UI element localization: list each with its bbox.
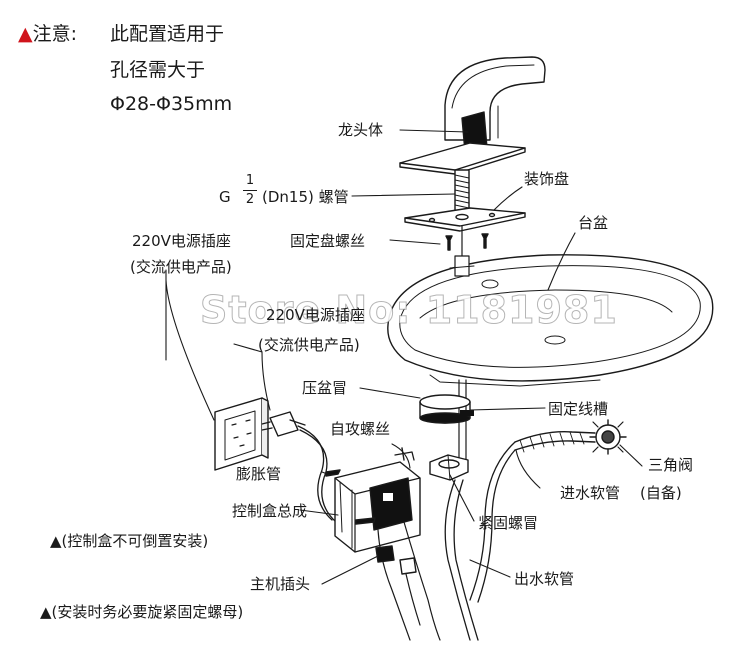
faucet-body-drawing: [399, 56, 546, 175]
store-watermark: Store No: 1181981: [200, 288, 618, 333]
label-ac-product: (交流供电产品): [130, 258, 232, 276]
label-socket-220v-2: 220V电源插座: [266, 306, 365, 324]
label-control-box: 控制盒总成: [232, 502, 308, 520]
label-basin: 台盆: [578, 214, 609, 232]
label-main-plug: 主机插头: [250, 575, 311, 593]
warning-triangle-icon: ▲: [18, 23, 33, 45]
fix-screws-drawing: [445, 233, 489, 251]
center-pipe: [458, 379, 467, 471]
label-tapping-screw: 自攻螺丝: [330, 420, 391, 438]
label-fix-plate-screw: 固定盘螺丝: [290, 232, 366, 250]
tighten-nut-drawing: [429, 454, 469, 481]
outlet-hose: [444, 479, 471, 641]
label-faucet-body: 龙头体: [338, 121, 384, 139]
label-angle-valve: 三角阀: [648, 456, 694, 474]
note-line-3: Φ28-Φ35mm: [110, 93, 233, 115]
label-socket-220v: 220V电源插座: [132, 232, 231, 250]
press-cap-drawing: [419, 394, 474, 424]
label-thread-g: G: [219, 188, 231, 206]
label-fix-groove: 固定线槽: [548, 400, 609, 418]
note-line-1: 此配置适用于: [110, 23, 225, 45]
label-control-box-note: ▲(控制盒不可倒置安装): [50, 532, 209, 550]
label-outlet-hose: 出水软管: [514, 570, 575, 588]
label-tighten-nut: 紧固螺冒: [478, 514, 539, 532]
note-label: ▲注意:: [18, 22, 77, 46]
label-press-cap: 压盆冒: [302, 379, 348, 397]
label-self-provided: (自备): [640, 484, 682, 502]
label-decor-plate: 装饰盘: [524, 170, 570, 188]
label-tighten-note: ▲(安装时务必要旋紧固定螺母): [40, 603, 244, 621]
decor-plate-drawing: [404, 207, 526, 232]
angle-valve-drawing: [589, 419, 627, 455]
label-inlet-hose: 进水软管: [560, 484, 621, 502]
note-line-2: 孔径需大于: [110, 59, 206, 81]
label-ac-product-2: (交流供电产品): [258, 336, 360, 354]
label-thread-numerator: 1: [245, 173, 255, 188]
label-thread-pipe: (Dn15) 螺管: [262, 188, 349, 206]
basin-drawing: [387, 254, 714, 387]
fraction-bar: [243, 190, 257, 191]
control-box-drawing: [334, 447, 441, 641]
leader-lines: [165, 129, 643, 585]
label-thread-denominator: 2: [245, 192, 255, 207]
note-title: 注意:: [32, 23, 78, 45]
label-expansion-tube: 膨胀管: [236, 465, 282, 483]
wall-socket-drawing: [214, 397, 269, 471]
inlet-hose-drawing: [469, 431, 596, 603]
